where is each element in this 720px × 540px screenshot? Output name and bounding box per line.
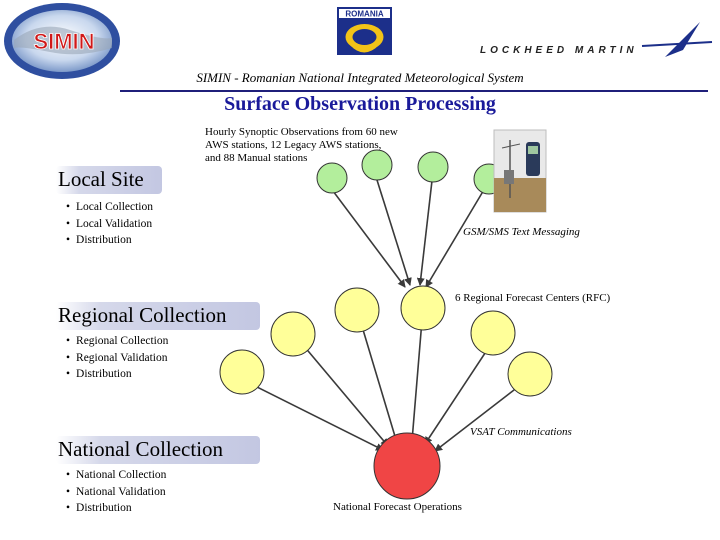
regional-bullets: Regional Collection Regional Validation … xyxy=(66,333,168,383)
section-regional-collection: Regional Collection xyxy=(56,302,260,330)
svg-text:ROMANIA: ROMANIA xyxy=(345,10,383,19)
page-title: Surface Observation Processing xyxy=(130,93,590,116)
regional-node xyxy=(508,352,552,396)
regional-node xyxy=(335,288,379,332)
bullet-item: Distribution xyxy=(66,500,166,517)
section-heading: National Collection xyxy=(58,437,223,462)
bullet-item: Distribution xyxy=(66,232,153,249)
gsm-label: GSM/SMS Text Messaging xyxy=(463,226,580,239)
station-node xyxy=(317,163,347,193)
title-divider xyxy=(120,90,708,92)
aws-station-photo xyxy=(494,130,546,212)
bullet-item: Distribution xyxy=(66,366,168,383)
simin-logo: SIMIN xyxy=(4,3,120,79)
section-heading: Local Site xyxy=(58,167,144,192)
bullet-item: National Collection xyxy=(66,467,166,484)
lockheed-martin-logo: LOCKHEED MARTIN xyxy=(480,22,712,57)
bullet-item: Regional Validation xyxy=(66,350,168,367)
page-subtitle: SIMIN - Romanian National Integrated Met… xyxy=(130,70,590,86)
section-heading: Regional Collection xyxy=(58,303,227,328)
regional-node xyxy=(220,350,264,394)
vsat-label: VSAT Communications xyxy=(470,426,572,439)
bullet-item: National Validation xyxy=(66,484,166,501)
bullet-item: Local Collection xyxy=(66,199,153,216)
local-site-bullets: Local Collection Local Validation Distri… xyxy=(66,199,153,249)
regional-node xyxy=(471,311,515,355)
svg-text:LOCKHEED MARTIN: LOCKHEED MARTIN xyxy=(480,45,638,56)
bullet-item: Local Validation xyxy=(66,216,153,233)
rfc-label: 6 Regional Forecast Centers (RFC) xyxy=(455,292,610,305)
section-national-collection: National Collection xyxy=(56,436,260,464)
simin-logo-text: SIMIN xyxy=(33,29,94,54)
station-node xyxy=(418,152,448,182)
regional-node xyxy=(271,312,315,356)
national-bullets: National Collection National Validation … xyxy=(66,467,166,517)
section-local-site: Local Site xyxy=(56,166,162,194)
bullet-item: Regional Collection xyxy=(66,333,168,350)
nfo-label: National Forecast Operations xyxy=(333,501,462,514)
national-node xyxy=(374,433,440,499)
stations-note: Hourly Synoptic Observations from 60 new… xyxy=(205,126,398,165)
romania-logo: ROMANIA xyxy=(337,7,392,55)
regional-node xyxy=(401,286,445,330)
